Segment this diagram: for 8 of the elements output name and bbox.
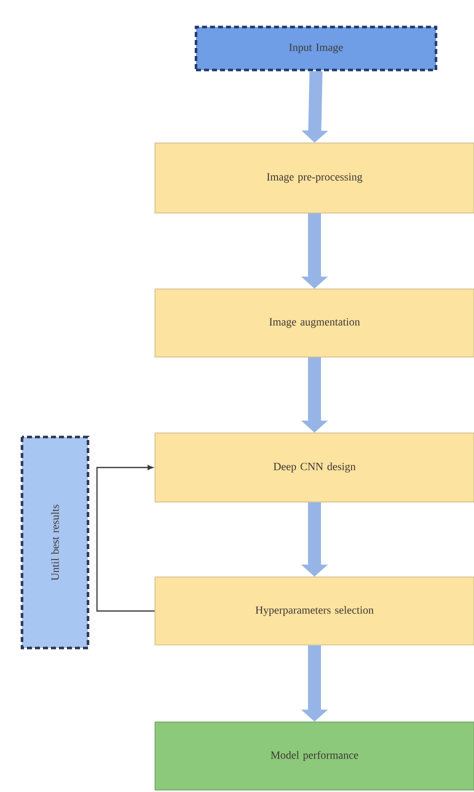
process-box: Image pre-processing — [154, 142, 474, 214]
output-box: Model performance — [154, 722, 474, 790]
process-box: Image augmentation — [154, 288, 474, 358]
feedback-arrow — [96, 465, 155, 612]
note-box: Until best results — [20, 436, 90, 650]
process-box: Hyperparameters selection — [154, 576, 474, 646]
process-box: Deep CNN design — [154, 432, 474, 502]
input-box: Input Image — [194, 26, 438, 72]
